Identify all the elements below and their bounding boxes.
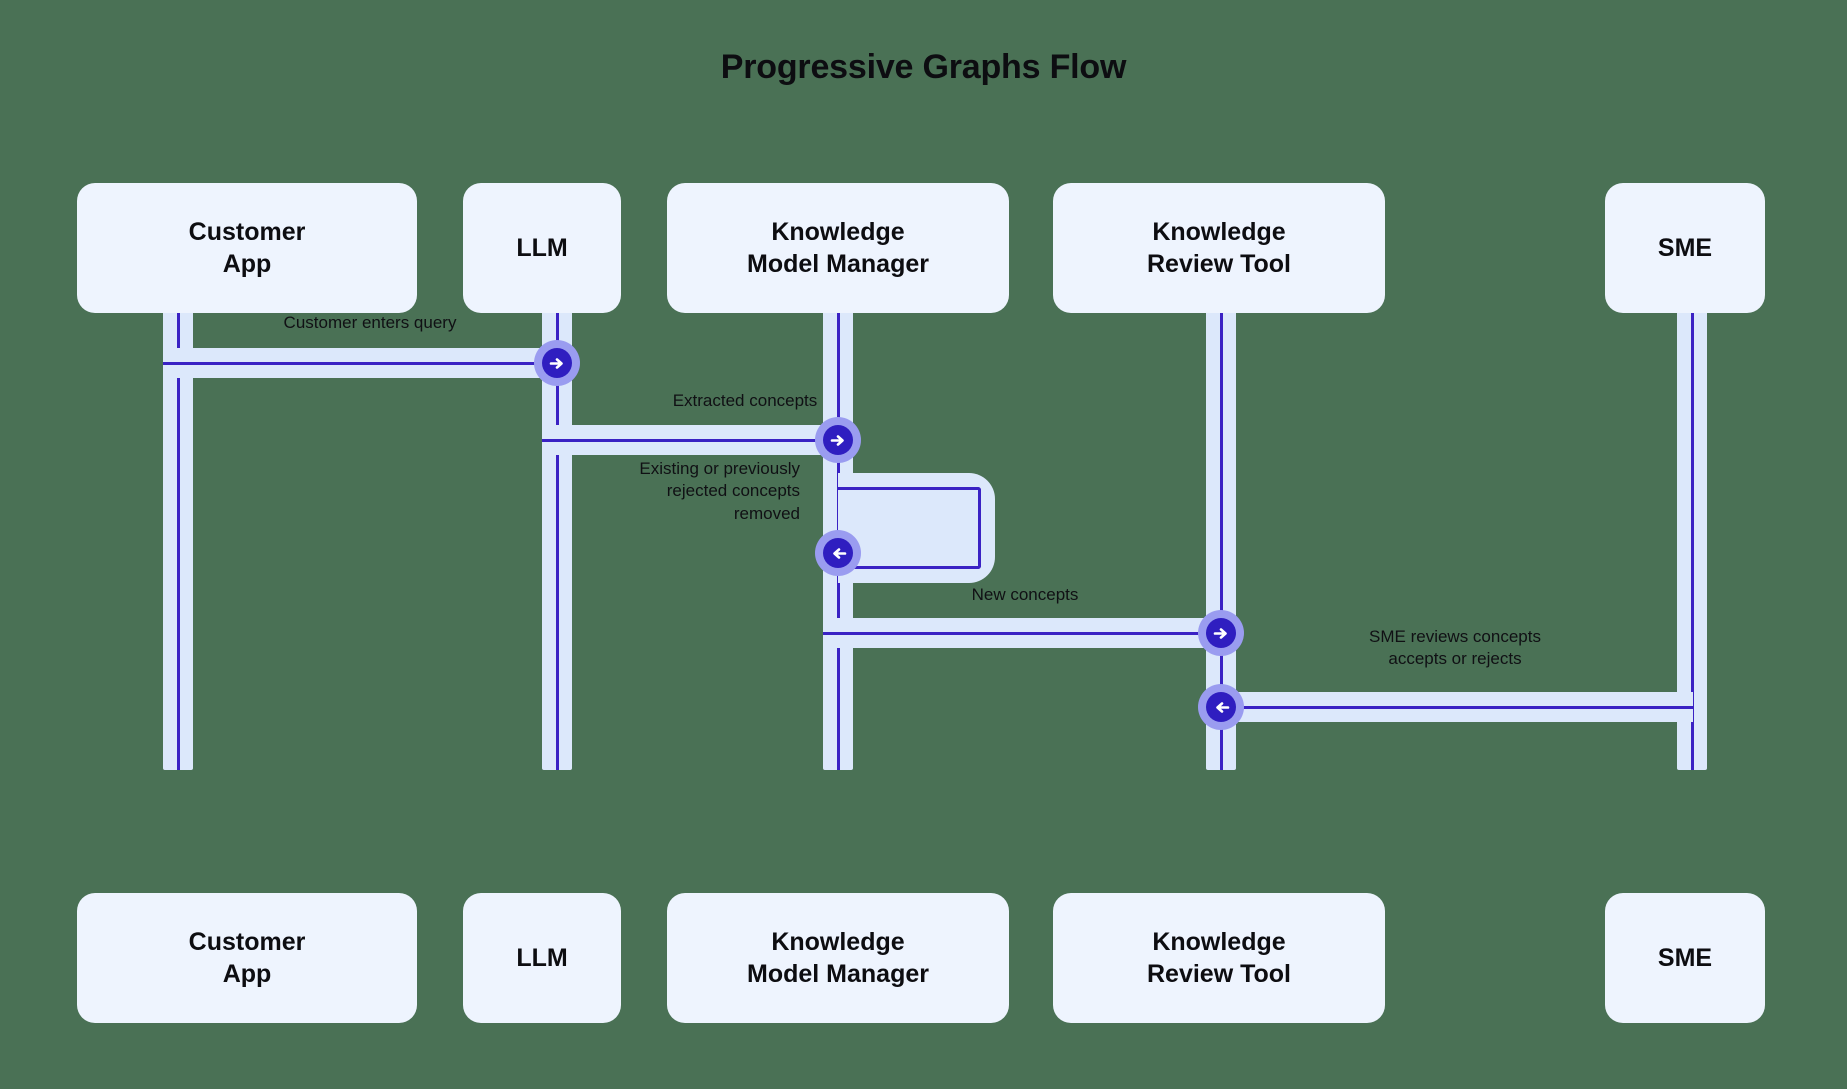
arrow-marker-right-msg-2[interactable] xyxy=(815,417,861,463)
arrow-marker-right-msg-1[interactable] xyxy=(534,340,580,386)
participant-top-llm[interactable]: LLM xyxy=(463,183,621,313)
participant-bottom-sme[interactable]: SME xyxy=(1605,893,1765,1023)
message-line-core xyxy=(823,631,1219,635)
message-line-msg-1 xyxy=(163,348,557,378)
arrow-left-icon xyxy=(832,547,846,559)
self-loop-msg-3 xyxy=(838,473,995,583)
arrow-marker-inner xyxy=(823,538,853,568)
message-label-msg-2: Extracted concepts xyxy=(672,391,818,410)
lifeline-core xyxy=(176,260,180,770)
message-line-core xyxy=(163,361,557,365)
message-line-core xyxy=(1221,705,1693,709)
arrow-marker-left-msg-3[interactable] xyxy=(815,530,861,576)
message-label-msg-4: New concepts xyxy=(971,585,1079,604)
arrow-marker-inner xyxy=(823,425,853,455)
lifeline-customer-app xyxy=(163,260,193,770)
message-line-core xyxy=(542,438,836,442)
message-line-msg-2 xyxy=(542,425,836,455)
lifeline-core xyxy=(1690,260,1694,770)
arrow-right-icon xyxy=(830,434,844,446)
lifeline-core xyxy=(555,260,559,770)
self-loop-core xyxy=(838,487,981,569)
lifeline-sme xyxy=(1677,260,1707,770)
arrow-marker-inner xyxy=(1206,618,1236,648)
arrow-marker-inner xyxy=(1206,692,1236,722)
arrow-right-icon xyxy=(549,357,563,369)
lifeline-core xyxy=(1219,260,1223,770)
arrow-right-icon xyxy=(1213,627,1227,639)
participant-top-sme[interactable]: SME xyxy=(1605,183,1765,313)
self-loop-halo xyxy=(838,473,995,583)
message-line-msg-4 xyxy=(823,618,1219,648)
message-label-msg-1: Customer enters query xyxy=(283,313,457,332)
message-line-msg-5 xyxy=(1221,692,1693,722)
arrow-marker-right-msg-4[interactable] xyxy=(1198,610,1244,656)
arrow-marker-inner xyxy=(542,348,572,378)
page-title: Progressive Graphs Flow xyxy=(720,48,1127,86)
participant-bottom-llm[interactable]: LLM xyxy=(463,893,621,1023)
arrow-marker-left-msg-5[interactable] xyxy=(1198,684,1244,730)
arrow-left-icon xyxy=(1215,701,1229,713)
